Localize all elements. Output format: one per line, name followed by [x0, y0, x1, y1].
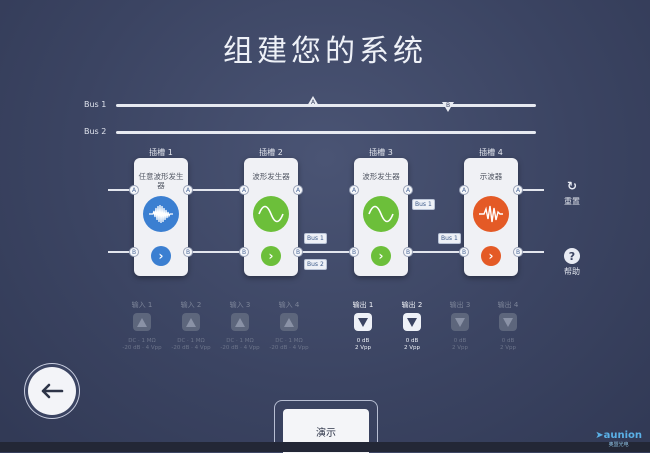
slot-1-port-a-in[interactable]: A [129, 185, 139, 195]
input-2-label: 输入 2 [180, 301, 202, 309]
slot-3-port-a-in[interactable]: A [349, 185, 359, 195]
reset-icon[interactable]: ↻ [566, 179, 578, 193]
bottom-bar [0, 442, 650, 452]
slot-3-module-name: 波形发生器 [362, 172, 400, 181]
wire-b-right [518, 251, 544, 253]
slot-2-bus-2-tag[interactable]: Bus 2 [304, 259, 327, 270]
slot-3-port-b-in[interactable]: B [349, 247, 359, 257]
slot-2-bus-1-tag[interactable]: Bus 1 [304, 233, 327, 244]
slot-4-configure-button[interactable]: › [481, 246, 501, 266]
help-icon[interactable]: ? [564, 248, 580, 264]
bus-2-label: Bus 2 [84, 127, 107, 136]
bus-1-marker-b[interactable]: B [442, 102, 454, 112]
slot-1-configure-button[interactable]: › [151, 246, 171, 266]
output-3-label: 输出 3 [449, 301, 471, 309]
wire-b-left [108, 251, 134, 253]
reset-label[interactable]: 重置 [564, 197, 580, 206]
back-button[interactable] [28, 367, 76, 415]
slot-2-module-name: 波形发生器 [252, 172, 290, 181]
wire-a-1-2 [188, 189, 244, 191]
wire-a-left [108, 189, 134, 191]
slot-4-module-name: 示波器 [479, 172, 503, 181]
slot-4-module[interactable]: 示波器 › [464, 158, 518, 276]
slot-4-label: 插槽 4 [479, 148, 503, 157]
slot-4-port-b-in[interactable]: B [459, 247, 469, 257]
input-1-label: 输入 1 [131, 301, 153, 309]
wire-a-right [518, 189, 544, 191]
bus-1-marker-a[interactable]: A [307, 96, 319, 106]
output-1-label: 输出 1 [352, 301, 374, 309]
slot-2-port-a-in[interactable]: A [239, 185, 249, 195]
wire-b-1-2 [188, 251, 244, 253]
slot-2-port-b-in[interactable]: B [239, 247, 249, 257]
input-2-info: DC · 1 MΩ-20 dB · 4 Vpp [171, 338, 211, 351]
arrow-left-icon [41, 383, 64, 399]
wire-b-2-3 [298, 251, 354, 253]
input-4-info: DC · 1 MΩ-20 dB · 4 Vpp [269, 338, 309, 351]
slot-2-port-b-out[interactable]: B [293, 247, 303, 257]
logo-icon: ➤ [595, 430, 604, 441]
input-4-button[interactable] [280, 313, 298, 331]
slot-1-module-name: 任意波形发生器 [138, 172, 184, 190]
slot-2-module[interactable]: 波形发生器 › [244, 158, 298, 276]
slot-4-port-a-out[interactable]: A [513, 185, 523, 195]
slot-2-label: 插槽 2 [259, 148, 283, 157]
aunion-logo: ➤aunion 奥盟光电 [595, 430, 642, 448]
output-1-button[interactable] [354, 313, 372, 331]
slot-1-port-b-in[interactable]: B [129, 247, 139, 257]
slot-3-port-b-out[interactable]: B [403, 247, 413, 257]
sine-wave-icon [253, 196, 289, 232]
wave-packet-icon [143, 196, 179, 232]
input-3-label: 输入 3 [229, 301, 251, 309]
slot-4-port-b-out[interactable]: B [513, 247, 523, 257]
page-title: 组建您的系统 [223, 34, 427, 69]
input-1-info: DC · 1 MΩ-20 dB · 4 Vpp [122, 338, 162, 351]
bus-1-label: Bus 1 [84, 100, 107, 109]
slot-3-configure-button[interactable]: › [371, 246, 391, 266]
oscilloscope-wave-icon [473, 196, 509, 232]
slot-2-configure-button[interactable]: › [261, 246, 281, 266]
slot-4-bus-1-tag[interactable]: Bus 1 [438, 233, 461, 244]
slot-1-module[interactable]: 任意波形发生器 › [134, 158, 188, 276]
output-2-label: 输出 2 [401, 301, 423, 309]
output-4-label: 输出 4 [497, 301, 519, 309]
slot-1-port-b-out[interactable]: B [183, 247, 193, 257]
output-3-button[interactable] [451, 313, 469, 331]
slot-2-port-a-out[interactable]: A [293, 185, 303, 195]
bus-1-line[interactable] [116, 104, 536, 107]
input-1-button[interactable] [133, 313, 151, 331]
wire-b-3-4 [408, 251, 464, 253]
slot-3-port-a-out[interactable]: A [403, 185, 413, 195]
help-label[interactable]: 帮助 [564, 267, 580, 276]
slot-1-label: 插槽 1 [149, 148, 173, 157]
input-3-info: DC · 1 MΩ-20 dB · 4 Vpp [220, 338, 260, 351]
input-3-button[interactable] [231, 313, 249, 331]
bus-2-line[interactable] [116, 131, 536, 134]
output-4-button[interactable] [499, 313, 517, 331]
output-2-button[interactable] [403, 313, 421, 331]
slot-1-port-a-out[interactable]: A [183, 185, 193, 195]
input-4-label: 输入 4 [278, 301, 300, 309]
slot-3-bus-1-tag[interactable]: Bus 1 [412, 199, 435, 210]
slot-4-port-a-in[interactable]: A [459, 185, 469, 195]
slot-3-label: 插槽 3 [369, 148, 393, 157]
sine-wave-icon [363, 196, 399, 232]
slot-3-module[interactable]: 波形发生器 › [354, 158, 408, 276]
input-2-button[interactable] [182, 313, 200, 331]
